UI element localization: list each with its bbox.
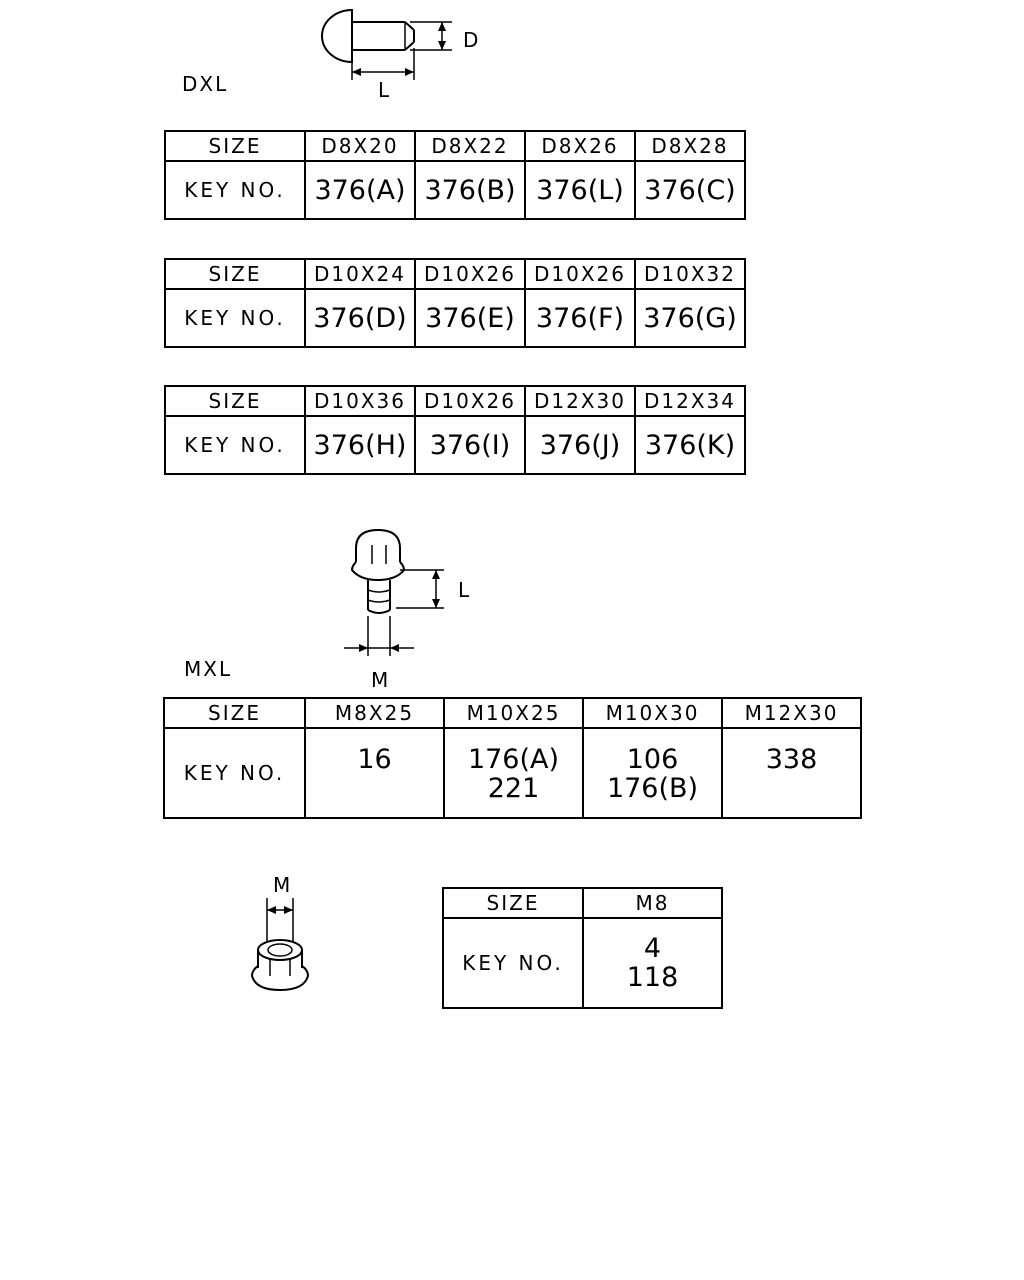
nut-dim-m-label: M	[273, 873, 293, 897]
size-cell: D12X30	[524, 385, 636, 417]
size-header: SIZE	[164, 385, 306, 417]
key-cell: 376(J)	[524, 415, 636, 475]
key-line: 118	[626, 962, 679, 993]
key-line: 16	[357, 744, 392, 775]
size-cell: M8	[582, 887, 723, 919]
size-header: SIZE	[164, 130, 306, 162]
key-cell: 376(C)	[634, 160, 746, 220]
dxl-table-3: SIZE D10X36 D10X26 D12X30 D12X34 KEY NO.…	[164, 385, 746, 475]
key-no-header: KEY NO.	[163, 727, 306, 819]
key-cell: 376(D)	[304, 288, 416, 348]
key-no-header: KEY NO.	[164, 415, 306, 475]
dxl-table-2: SIZE D10X24 D10X26 D10X26 D10X32 KEY NO.…	[164, 258, 746, 348]
size-cell: M8X25	[304, 697, 445, 729]
key-no-header: KEY NO.	[164, 288, 306, 348]
size-header: SIZE	[163, 697, 306, 729]
key-cell: 376(K)	[634, 415, 746, 475]
key-cell: 376(G)	[634, 288, 746, 348]
size-cell: D10X24	[304, 258, 416, 290]
size-cell: D10X32	[634, 258, 746, 290]
dim-d-label: D	[463, 28, 481, 52]
key-cell: 176(A) 221	[443, 727, 584, 819]
key-line: 4	[643, 933, 662, 964]
dxl-title: DXL	[182, 72, 229, 96]
bolt-dim-l-label: L	[458, 578, 472, 602]
bolt-dim-m-label: M	[371, 668, 391, 692]
size-header: SIZE	[442, 887, 584, 919]
mxl-table: SIZE M8X25 M10X25 M10X30 M12X30 KEY NO. …	[163, 697, 862, 819]
key-line: 338	[765, 744, 818, 775]
key-line: 106	[626, 744, 679, 775]
size-cell: D8X26	[524, 130, 636, 162]
size-cell: D8X22	[414, 130, 526, 162]
key-cell: 376(L)	[524, 160, 636, 220]
size-cell: D10X26	[524, 258, 636, 290]
size-cell: D8X28	[634, 130, 746, 162]
key-cell: 338	[721, 727, 862, 819]
size-cell: M12X30	[721, 697, 862, 729]
key-cell: 376(A)	[304, 160, 416, 220]
nut-table: SIZE M8 KEY NO. 4 118	[442, 887, 723, 1009]
key-no-header: KEY NO.	[442, 917, 584, 1009]
size-cell: D10X36	[304, 385, 416, 417]
key-cell: 106 176(B)	[582, 727, 723, 819]
key-line: 221	[487, 773, 540, 804]
size-cell: D12X34	[634, 385, 746, 417]
key-line: 176(B)	[606, 773, 699, 804]
dim-l-label: L	[378, 78, 392, 102]
size-cell: D10X26	[414, 258, 526, 290]
key-cell: 376(I)	[414, 415, 526, 475]
mxl-title: MXL	[184, 657, 233, 681]
size-cell: D10X26	[414, 385, 526, 417]
key-line: 176(A)	[467, 744, 560, 775]
size-cell: D8X20	[304, 130, 416, 162]
key-cell: 376(E)	[414, 288, 526, 348]
size-cell: M10X25	[443, 697, 584, 729]
key-cell: 376(H)	[304, 415, 416, 475]
key-no-header: KEY NO.	[164, 160, 306, 220]
key-cell: 4 118	[582, 917, 723, 1009]
size-cell: M10X30	[582, 697, 723, 729]
dxl-table-1: SIZE D8X20 D8X22 D8X26 D8X28 KEY NO. 376…	[164, 130, 746, 220]
key-cell: 376(B)	[414, 160, 526, 220]
key-cell: 376(F)	[524, 288, 636, 348]
key-cell: 16	[304, 727, 445, 819]
size-header: SIZE	[164, 258, 306, 290]
